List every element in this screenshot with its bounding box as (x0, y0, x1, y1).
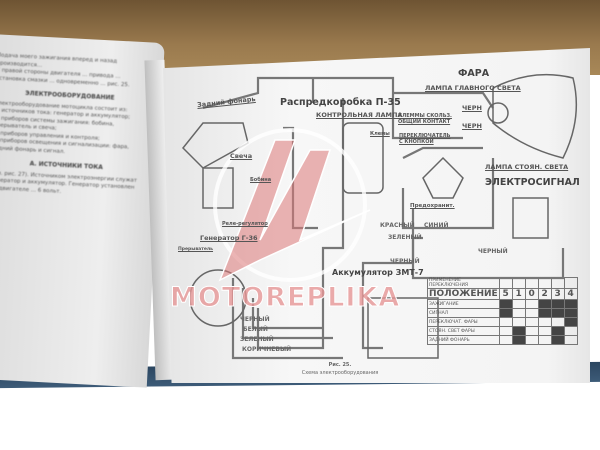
wire-label: КОРИЧНЕВЫЙ (242, 346, 292, 353)
cell-off (524, 317, 539, 327)
table-row: ЗАДНИЙ ФОНАРЬ (427, 335, 578, 345)
cell-off (511, 317, 526, 327)
wire-label: ЗЕЛЕНЫЙ (240, 336, 274, 343)
cell-off (537, 335, 552, 345)
position-number: 0 (524, 288, 539, 300)
positions-label: ПОЛОЖЕНИЕ (427, 288, 500, 300)
rear-lamp-shape (181, 122, 249, 169)
table-row: СИГНАЛ (427, 308, 578, 318)
headlight-shape (492, 73, 578, 159)
label-headlight: ФАРА (458, 68, 490, 79)
wire (393, 91, 494, 159)
left-page-text: Подача моего зажигания вперед и назад пр… (0, 52, 147, 200)
figure-number: Рис. 25. (328, 362, 352, 368)
label-fuse: Предохранит. (410, 203, 455, 209)
cell-off (498, 317, 513, 327)
figure-caption: Схема электрооборудования (301, 370, 379, 376)
wire-label: ЧЕРНЫЙ (478, 248, 508, 255)
cell-on (511, 335, 526, 345)
coil-shape (202, 167, 234, 209)
label-black-2: ЧЕРН (462, 122, 482, 130)
position-number: 5 (498, 288, 513, 300)
wire-label: ЧЕРНЫЙ (390, 258, 420, 265)
label-main-beam: ЛАМПА ГЛАВНОГО СВЕТА (425, 84, 521, 92)
cell-off (563, 335, 578, 345)
cell-off (550, 317, 565, 327)
wire (231, 278, 343, 360)
cell-off (524, 335, 539, 345)
wire (202, 76, 463, 140)
wire-label: СИНИЙ (424, 222, 449, 229)
cell-off (511, 308, 526, 318)
cell-off (524, 308, 539, 318)
wire-label: БЕЛЫЙ (243, 326, 268, 333)
cell-off (537, 317, 552, 327)
wire-label: КРАСНЫЙ (380, 222, 415, 229)
row-name: ПЕРЕКЛЮЧАТ. ФАРЫ (427, 317, 500, 327)
wire (361, 236, 423, 350)
label-black-1: ЧЕРН (462, 104, 482, 112)
cell-on (550, 299, 565, 309)
position-number: 4 (563, 288, 578, 300)
cell-off (498, 335, 513, 345)
cell-on (550, 308, 565, 318)
label-switch: ПЕРЕКЛЮЧАТЕЛЬ С КНОПКОЙ (399, 133, 451, 145)
row-name: ЗАДНИЙ ФОНАРЬ (427, 335, 500, 345)
position-number: 3 (550, 288, 565, 300)
label-battery: Аккумулятор ЗМТ-7 (332, 268, 424, 277)
wire-label: ЧЕРНЫЙ (240, 316, 270, 323)
position-number: 1 (511, 288, 526, 300)
label-spark-plug: Свеча (230, 152, 253, 160)
table-row: ЗАЖИГАНИЕ (427, 299, 578, 309)
table-row: ПЕРЕКЛЮЧАТ. ФАРЫ (427, 317, 578, 327)
wire-label: ЗЕЛЕНЫЙ (388, 234, 422, 241)
cell-on (537, 299, 552, 309)
wire (283, 126, 318, 230)
label-breaker: Прерыватель (178, 247, 214, 252)
label-coil: Бобина (250, 177, 272, 183)
label-generator: Генератор Г-36 (200, 234, 258, 242)
paragraph: (См. рис. 27). Источником электроэнергии… (0, 169, 138, 195)
label-horn: ЭЛЕКТРОСИГНАЛ (485, 177, 580, 188)
cell-on (511, 326, 526, 336)
label-control-lamp: КОНТРОЛЬНАЯ ЛАМПА (316, 111, 403, 119)
table-row: СТОЯН. СВЕТ ФАРЫ (427, 326, 578, 336)
row-name: СТОЯН. СВЕТ ФАРЫ (427, 326, 500, 336)
cell-on (498, 299, 513, 309)
cell-off (498, 326, 513, 336)
table-header: ПРИМЕНЕНИЕ ПЕРЕКЛЮЧЕНИЯ (427, 277, 500, 289)
horn-shape (512, 197, 549, 239)
cell-off (511, 299, 526, 309)
watermark-text: MOTOREPLIKA (169, 282, 401, 313)
label-terminals: КЛЕММЫ СКОЛЬЗ. ОБЩИЙ КОНТАКТ (398, 113, 452, 125)
switch-shape (422, 156, 464, 199)
cell-on (563, 308, 578, 318)
cell-on (550, 326, 565, 336)
watermark-logo (213, 128, 371, 282)
generator-shape (189, 269, 247, 327)
cell-on (563, 299, 578, 309)
cell-on (550, 335, 565, 345)
cell-on (563, 317, 578, 327)
cell-off (524, 326, 539, 336)
wire (401, 158, 565, 280)
cell-off (524, 299, 539, 309)
left-page: Подача моего зажигания вперед и назад пр… (0, 34, 165, 388)
row-name: ЗАЖИГАНИЕ (427, 299, 500, 309)
label-klemy: Клемы (370, 131, 390, 137)
label-parking-lamp: ЛАМПА СТОЯН. СВЕТА (485, 163, 569, 171)
bulb-shape (487, 102, 509, 124)
cell-on (537, 308, 552, 318)
cell-on (498, 308, 513, 318)
cell-off (563, 326, 578, 336)
cell-off (537, 326, 552, 336)
label-regulator: Реле-регулятор (222, 221, 268, 227)
label-junction-box: Распредкоробка П-35 (280, 97, 401, 108)
row-name: СИГНАЛ (427, 308, 500, 318)
position-number: 2 (537, 288, 552, 300)
